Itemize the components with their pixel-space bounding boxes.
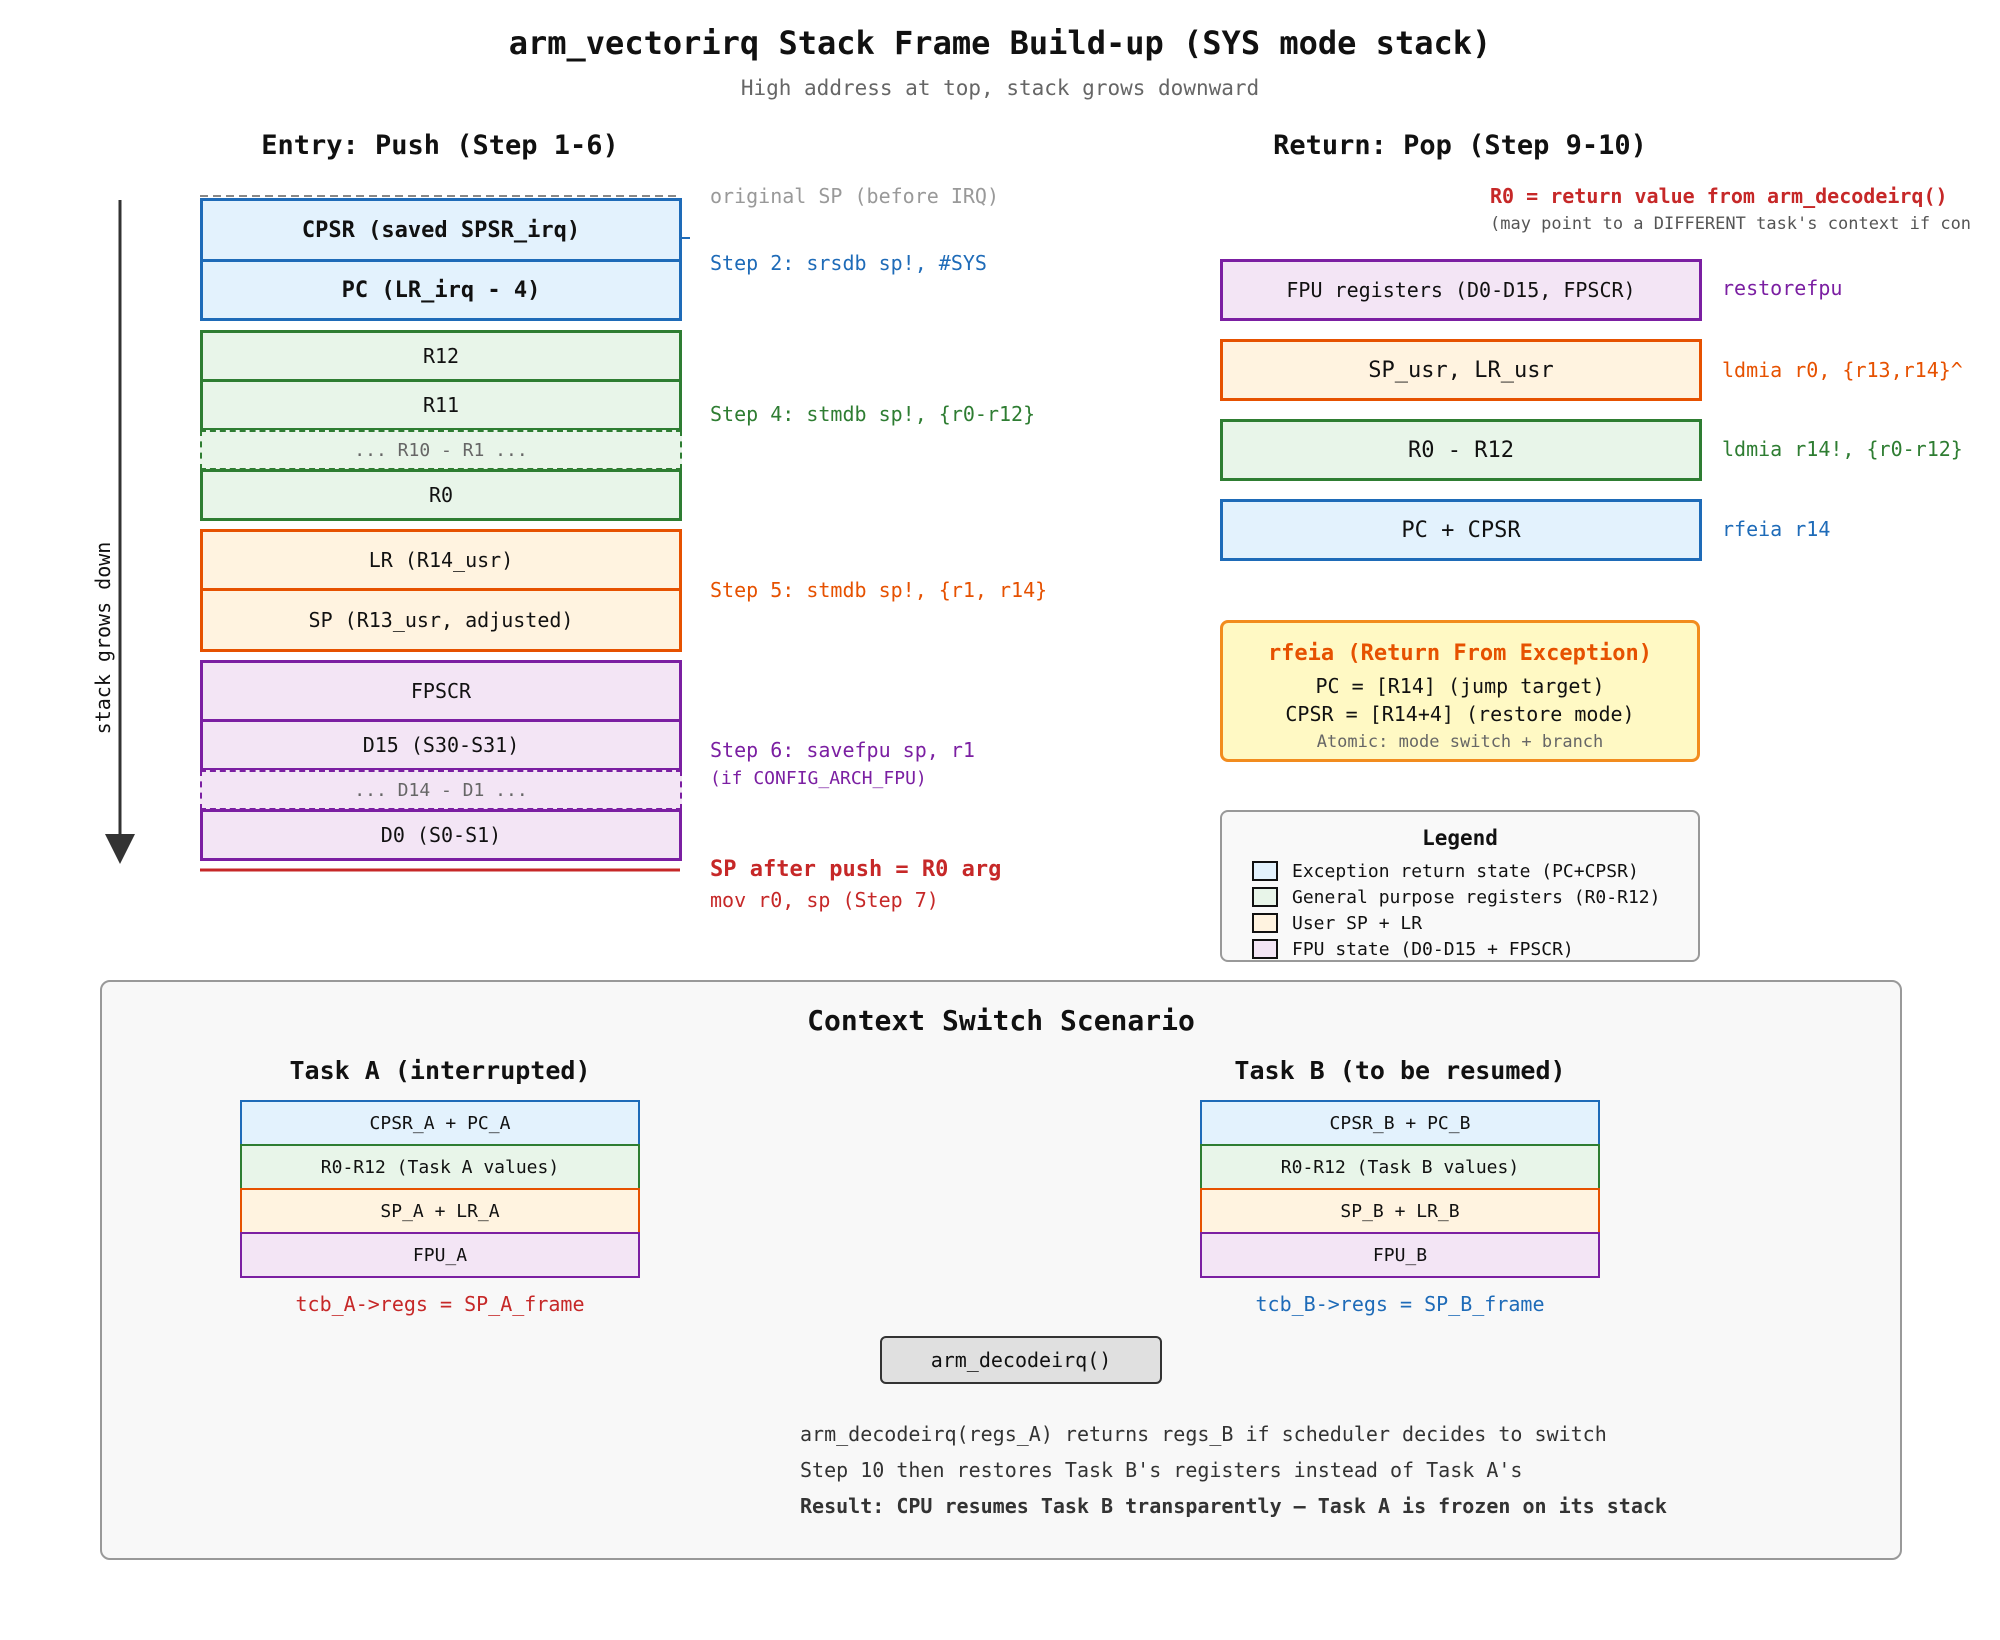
slot-r11: R11 [200, 379, 682, 431]
slot-r12: R12 [200, 330, 682, 382]
r0-return-subnote: (may point to a DIFFERENT task's context… [1490, 214, 1972, 234]
pop-r0-r12-slot: R0 - R12 [1220, 419, 1702, 481]
task-a-row-gpr: R0-R12 (Task A values) [240, 1144, 640, 1190]
step7-label: mov r0, sp (Step 7) [710, 888, 939, 912]
rfeia-line-pc: PC = [R14] (jump target) [1315, 674, 1605, 698]
rfeia-line-cpsr: CPSR = [R14+4] (restore mode) [1285, 702, 1635, 726]
legend-label: General purpose registers (R0-R12) [1292, 886, 1661, 908]
task-b-row-sp-lr: SP_B + LR_B [1200, 1188, 1600, 1234]
legend-swatch-orange [1252, 913, 1278, 933]
slot-sp: SP (R13_usr, adjusted) [200, 588, 682, 652]
task-b-row-gpr: R0-R12 (Task B values) [1200, 1144, 1600, 1190]
pop-pc-cpsr-slot: PC + CPSR [1220, 499, 1702, 561]
step6-note: (if CONFIG_ARCH_FPU) [710, 768, 927, 789]
task-a-heading: Task A (interrupted) [289, 1056, 591, 1085]
task-b-caption: tcb_B->regs = SP_B_frame [1255, 1292, 1545, 1316]
slot-d15: D15 (S30-S31) [200, 719, 682, 771]
legend-swatch-green [1252, 887, 1278, 907]
scenario-result: Result: CPU resumes Task B transparently… [800, 1494, 1667, 1518]
page-subtitle: High address at top, stack grows downwar… [740, 76, 1260, 100]
legend-swatch-purple [1252, 939, 1278, 959]
pop-fpu-slot: FPU registers (D0-D15, FPSCR) [1220, 259, 1702, 321]
slot-cpsr: CPSR (saved SPSR_irq) [200, 198, 682, 262]
legend-label: User SP + LR [1292, 912, 1423, 934]
slot-r0: R0 [200, 469, 682, 521]
task-a-row-fpu: FPU_A [240, 1232, 640, 1278]
pop-sp-lr-slot: SP_usr, LR_usr [1220, 339, 1702, 401]
slot-pc: PC (LR_irq - 4) [200, 259, 682, 321]
slot-d0: D0 (S0-S1) [200, 809, 682, 861]
page-title: arm_vectorirq Stack Frame Build-up (SYS … [508, 24, 1492, 62]
legend-item-fpu: FPU state (D0-D15 + FPSCR) [1252, 936, 1698, 962]
task-b-row-cpsr-pc: CPSR_B + PC_B [1200, 1100, 1600, 1146]
return-heading: Return: Pop (Step 9-10) [1273, 130, 1647, 161]
step5-label: Step 5: stmdb sp!, {r1, r14} [710, 578, 1048, 602]
pop-fpu-op: restorefpu [1722, 276, 1843, 300]
original-sp-label: original SP (before IRQ) [710, 184, 999, 208]
step6-label: Step 6: savefpu sp, r1 [710, 738, 975, 762]
rfeia-heading: rfeia (Return From Exception) [1267, 641, 1653, 666]
sp-after-push-label: SP after push = R0 arg [710, 857, 1002, 882]
entry-heading: Entry: Push (Step 1-6) [261, 130, 619, 161]
task-a-row-cpsr-pc: CPSR_A + PC_A [240, 1100, 640, 1146]
task-b-heading: Task B (to be resumed) [1234, 1056, 1566, 1085]
scenario-note-2: Step 10 then restores Task B's registers… [800, 1458, 1523, 1482]
slot-r10-r1: ... R10 - R1 ... [200, 430, 682, 470]
legend-item-exception: Exception return state (PC+CPSR) [1252, 858, 1698, 884]
legend: Legend Exception return state (PC+CPSR) … [1220, 810, 1700, 962]
task-b-row-fpu: FPU_B [1200, 1232, 1600, 1278]
stack-axis-label: stack grows down [91, 541, 115, 735]
rfeia-info-box: rfeia (Return From Exception) PC = [R14]… [1220, 620, 1700, 762]
r0-return-note: R0 = return value from arm_decodeirq() [1490, 184, 1948, 208]
legend-label: Exception return state (PC+CPSR) [1292, 860, 1639, 882]
step4-label: Step 4: stmdb sp!, {r0-r12} [710, 402, 1036, 426]
legend-label: FPU state (D0-D15 + FPSCR) [1292, 938, 1574, 960]
step2-label: Step 2: srsdb sp!, #SYS [710, 251, 987, 275]
rfeia-note: Atomic: mode switch + branch [1316, 732, 1604, 752]
slot-fpscr: FPSCR [200, 660, 682, 722]
scenario-note-1: arm_decodeirq(regs_A) returns regs_B if … [800, 1422, 1607, 1446]
legend-title: Legend [1422, 826, 1498, 850]
slot-d14-d1: ... D14 - D1 ... [200, 770, 682, 810]
slot-lr: LR (R14_usr) [200, 529, 682, 591]
legend-item-user-sp-lr: User SP + LR [1252, 910, 1698, 936]
arm-decodeirq-box: arm_decodeirq() [880, 1336, 1162, 1384]
pop-sp-lr-op: ldmia r0, {r13,r14}^ [1722, 358, 1963, 382]
task-a-row-sp-lr: SP_A + LR_A [240, 1188, 640, 1234]
legend-item-gpr: General purpose registers (R0-R12) [1252, 884, 1698, 910]
pop-r0-r12-op: ldmia r14!, {r0-r12} [1722, 437, 1963, 461]
task-a-caption: tcb_A->regs = SP_A_frame [295, 1292, 585, 1316]
legend-swatch-blue [1252, 861, 1278, 881]
scenario-title: Context Switch Scenario [807, 1004, 1195, 1037]
pop-pc-cpsr-op: rfeia r14 [1722, 517, 1831, 541]
